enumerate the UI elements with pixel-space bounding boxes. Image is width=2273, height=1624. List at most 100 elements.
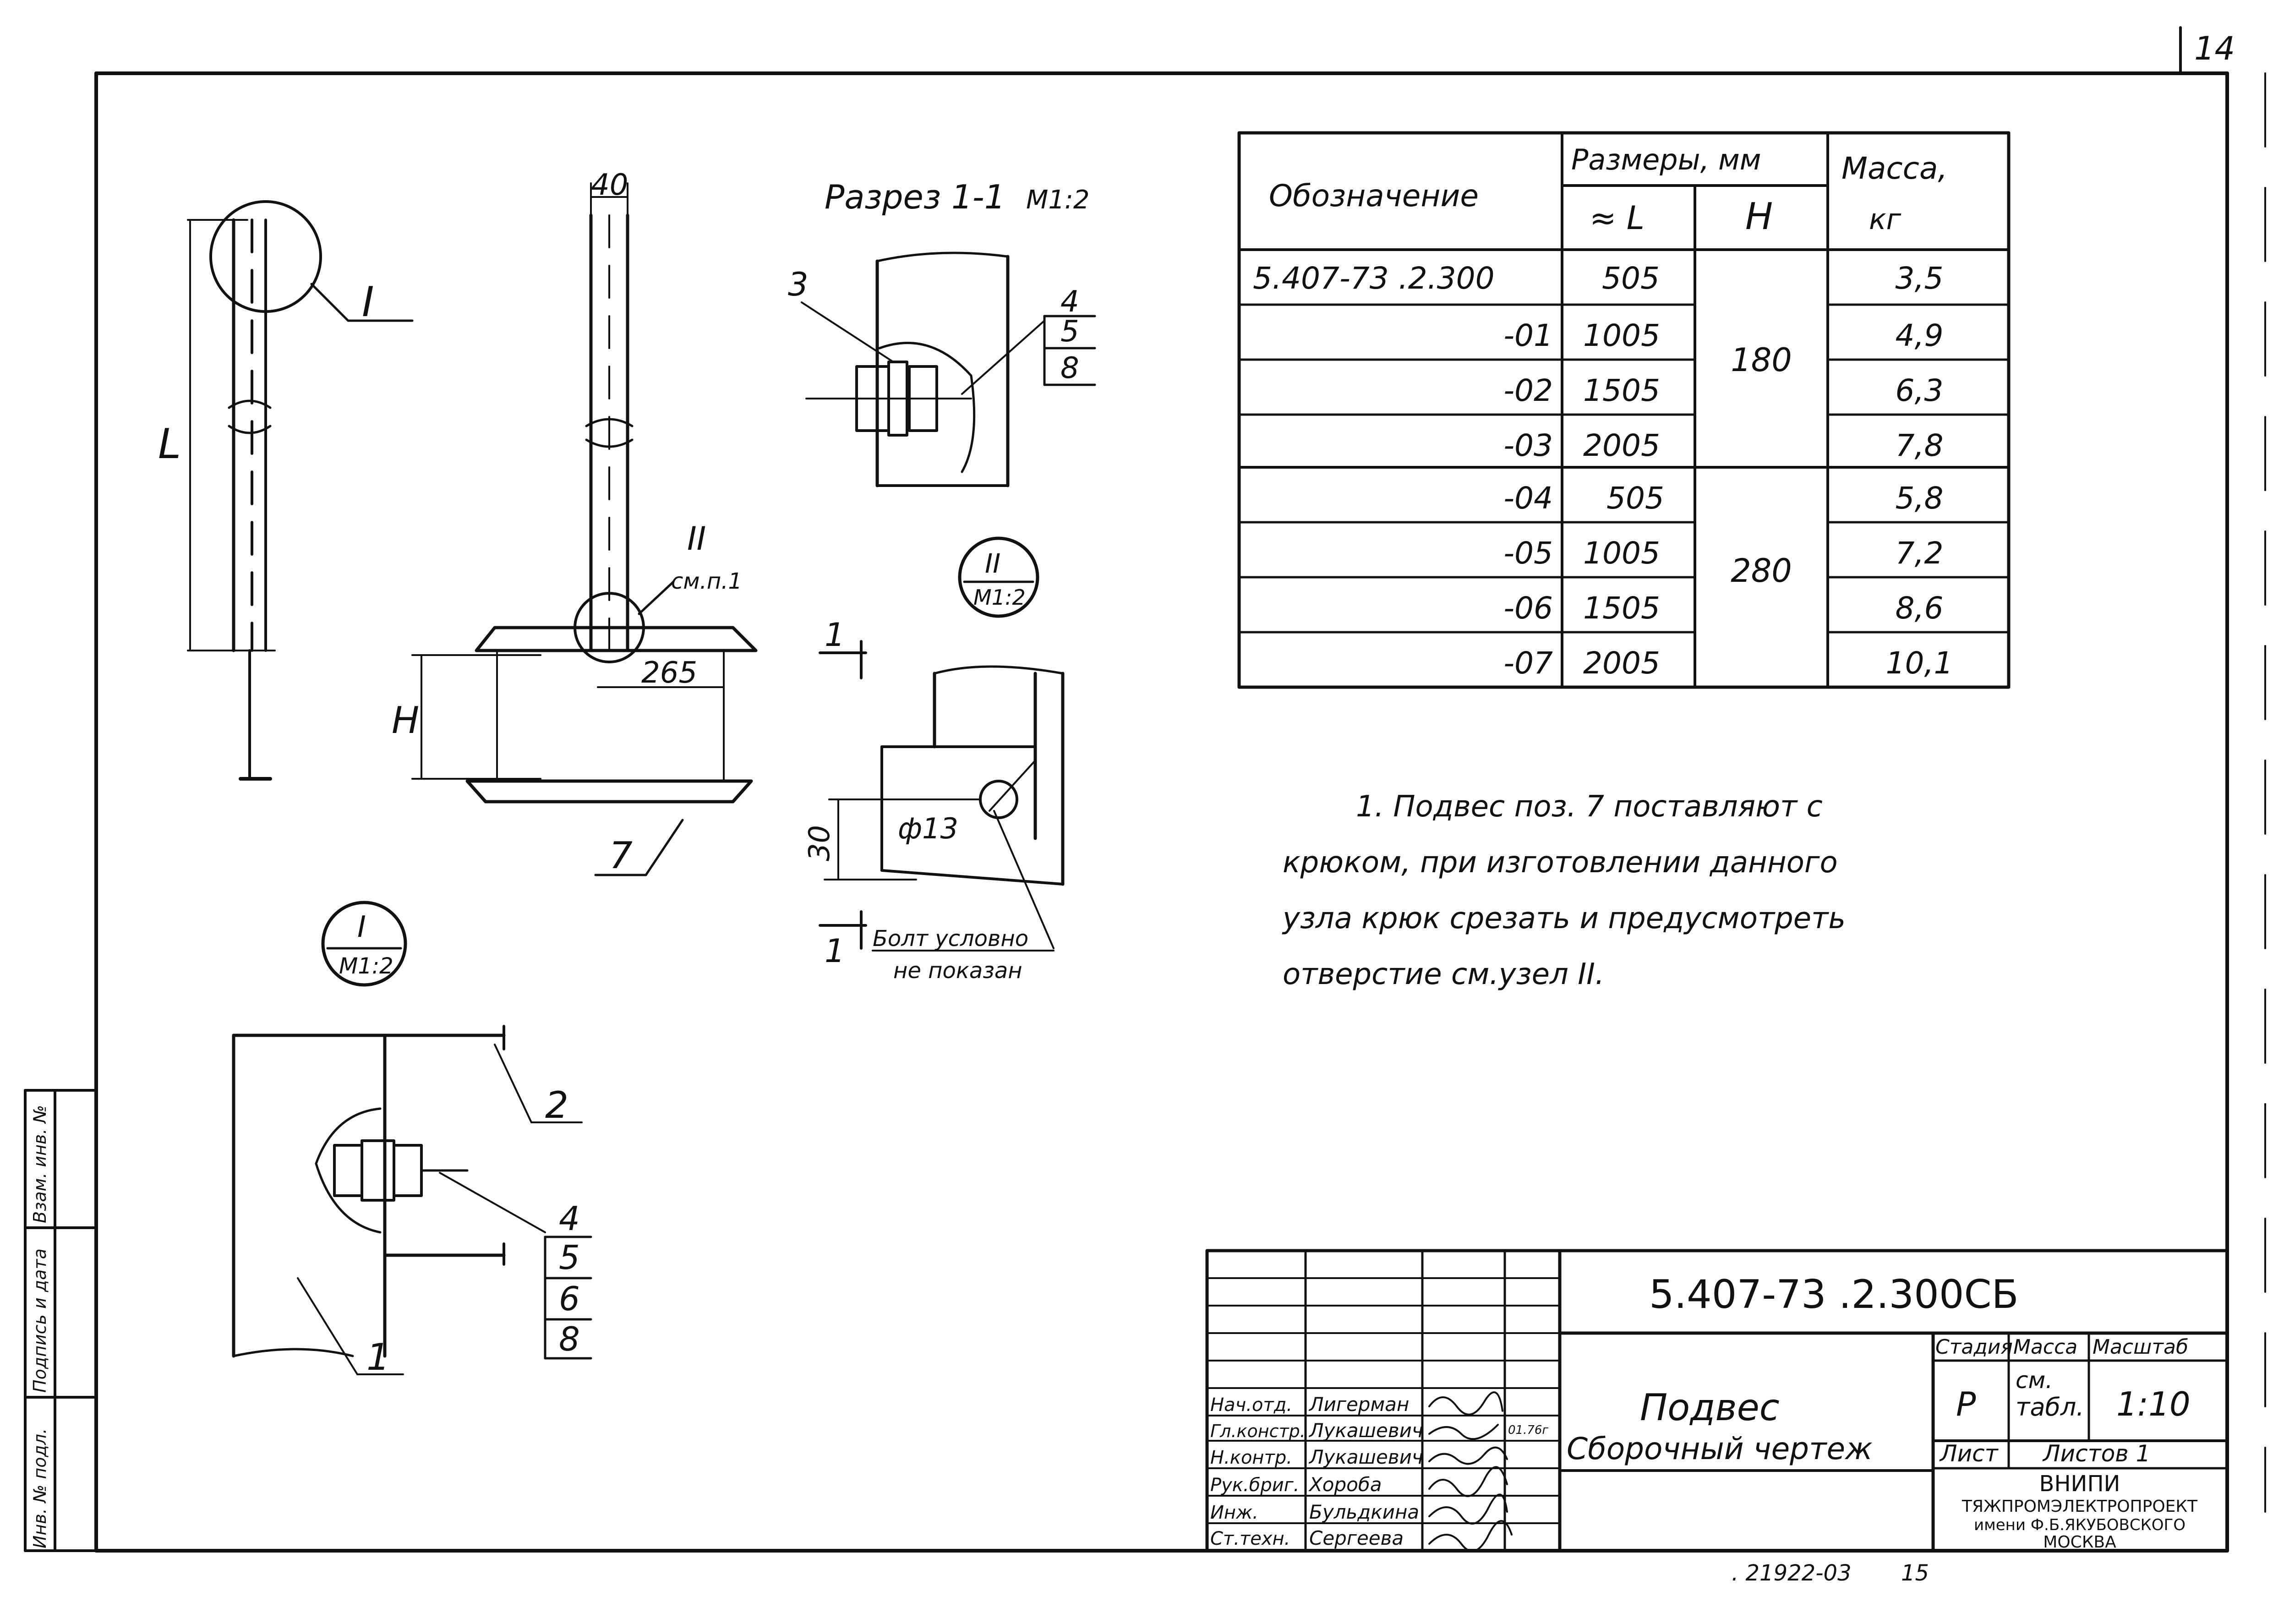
node-II-view: [819, 640, 1065, 951]
section-marker-top: 1: [825, 616, 845, 654]
drawing-name: Подвес: [1640, 1386, 1780, 1429]
node-II-marker: [958, 536, 1039, 618]
row-L: 505: [1602, 261, 1660, 296]
drawing-subname: Сборочный чертеж: [1567, 1431, 1873, 1466]
staff-role: Инж.: [1210, 1502, 1258, 1523]
th-mass-unit: кг: [1869, 202, 1901, 236]
row-mass: 4,9: [1896, 318, 1944, 353]
notes-block: 1. Подвес поз. 7 поставляют с крюком, пр…: [1283, 779, 2153, 1002]
pos-7: 7: [609, 834, 633, 877]
row-mass: 8,6: [1896, 591, 1944, 626]
row-mass: 7,2: [1896, 536, 1944, 571]
tb-scale: 1:10: [2116, 1385, 2191, 1423]
sheet-number-top: 14: [2194, 30, 2235, 67]
row-mass: 6,3: [1896, 373, 1944, 408]
staff-role: Нач.отд.: [1210, 1394, 1292, 1416]
hanger-front-view: [411, 182, 758, 876]
parts-table: [1237, 131, 2011, 689]
tb-h-mass: Масса: [2013, 1335, 2077, 1359]
row-designation: -07: [1503, 645, 1553, 681]
bottom-sheet-number: 15: [1901, 1560, 1929, 1586]
row-L: 2005: [1583, 645, 1660, 681]
dim-40: 40: [591, 168, 628, 202]
org-line2: ТЯЖПРОМЭЛЕКТРОПРОЕКТ: [1962, 1497, 2198, 1516]
staff-role: Ст.техн.: [1210, 1528, 1290, 1549]
row-L: 505: [1606, 481, 1664, 516]
note-line: узла крюк срезать и предусмотреть: [1283, 902, 1846, 935]
note-line: отверстие см.узел II.: [1283, 957, 1605, 991]
title-block: [1205, 1249, 2229, 1553]
pos-1: 1: [366, 1336, 390, 1378]
staff-role: Рук.бриг.: [1210, 1475, 1299, 1496]
pos-5-a: 5: [1060, 315, 1079, 349]
staff-role: Н.контр.: [1210, 1447, 1292, 1468]
staff-name: Сергеева: [1309, 1527, 1404, 1549]
pos-4-a: 4: [1060, 285, 1079, 319]
node-I-view: [232, 1025, 583, 1375]
th-designation: Обозначение: [1269, 178, 1479, 213]
row-designation: -02: [1503, 373, 1553, 408]
tb-mass-1: см.: [2016, 1367, 2053, 1394]
row-H-group2: 280: [1731, 552, 1792, 590]
row-mass: 5,8: [1896, 481, 1944, 516]
row-L: 1005: [1583, 318, 1660, 353]
pos-8-a: 8: [1060, 351, 1079, 385]
org-line4: МОСКВА: [2043, 1533, 2116, 1552]
node-I-scale: M1:2: [339, 953, 393, 979]
pos-6-b: 6: [559, 1280, 580, 1318]
section-1-1-view: [801, 252, 1045, 487]
callout-I: I: [362, 278, 374, 326]
node-I-label: I: [357, 910, 366, 944]
th-mass: Масса,: [1841, 151, 1947, 186]
row-mass: 3,5: [1896, 261, 1944, 296]
note-line: крюком, при изготовлении данного: [1283, 846, 1838, 880]
row-mass: 10,1: [1886, 645, 1953, 681]
archive-number: . 21922-03: [1732, 1560, 1852, 1586]
tb-sheet: Лист: [1939, 1440, 1999, 1467]
row-L: 1505: [1583, 373, 1660, 408]
tb-h-stage: Стадия: [1935, 1335, 2013, 1359]
staff-name: Бульдкина: [1309, 1501, 1419, 1523]
dim-hole: ф13: [898, 812, 958, 845]
callout-II-note: см.п.1: [671, 569, 742, 594]
node-II-label: II: [985, 548, 1000, 579]
row-H-group1: 180: [1731, 341, 1792, 379]
tb-stage: Р: [1956, 1385, 1976, 1423]
th-L: ≈ L: [1590, 199, 1645, 237]
callout-II: II: [687, 520, 706, 558]
bolt-note-line2: не показан: [893, 958, 1022, 984]
side-stamp-inv-label: Инв. № подл.: [30, 1428, 50, 1548]
section-1-1-scale: M1:2: [1026, 185, 1089, 215]
dim-30: 30: [803, 825, 836, 861]
row-designation: -01: [1503, 318, 1553, 353]
node-II-scale: M1:2: [973, 585, 1026, 610]
row-mass: 7,8: [1896, 428, 1944, 463]
tb-mass-2: табл.: [2016, 1393, 2084, 1422]
pos-stack-a: [1043, 315, 1096, 386]
section-1-1-title: Разрез 1-1: [825, 178, 1005, 216]
org-line3: имени Ф.Б.ЯКУБОВСКОГО: [1974, 1516, 2186, 1534]
staff-name: Лигерман: [1308, 1393, 1409, 1416]
pos-2: 2: [545, 1084, 568, 1126]
side-stamp-replace-label: Взам. инв. №: [30, 1105, 50, 1223]
side-stamp-sign-label: Подпись и дата: [30, 1248, 50, 1393]
pos-stack-b: [544, 1236, 592, 1360]
dim-L-left: L: [158, 420, 181, 468]
tb-date: 01.76г: [1508, 1423, 1548, 1437]
hanger-side-view: [187, 200, 414, 781]
section-marker-bottom: 1: [825, 932, 845, 970]
pos-3: 3: [788, 266, 809, 303]
drawing-code: 5.407-73 .2.300СБ: [1649, 1272, 2019, 1318]
row-designation: 5.407-73 .2.300: [1253, 261, 1495, 296]
org-line1: ВНИПИ: [2039, 1471, 2120, 1497]
bolt-note-line1: Болт условно: [873, 926, 1028, 951]
row-L: 1505: [1583, 591, 1660, 626]
pos-8-b: 8: [559, 1320, 580, 1358]
row-designation: -06: [1503, 591, 1553, 626]
th-sizes: Размеры, мм: [1571, 143, 1761, 176]
note-line: 1. Подвес поз. 7 поставляют с: [1356, 790, 1823, 824]
tb-h-scale: Масштаб: [2093, 1335, 2188, 1359]
row-designation: -03: [1503, 428, 1553, 463]
row-L: 1005: [1583, 536, 1660, 571]
